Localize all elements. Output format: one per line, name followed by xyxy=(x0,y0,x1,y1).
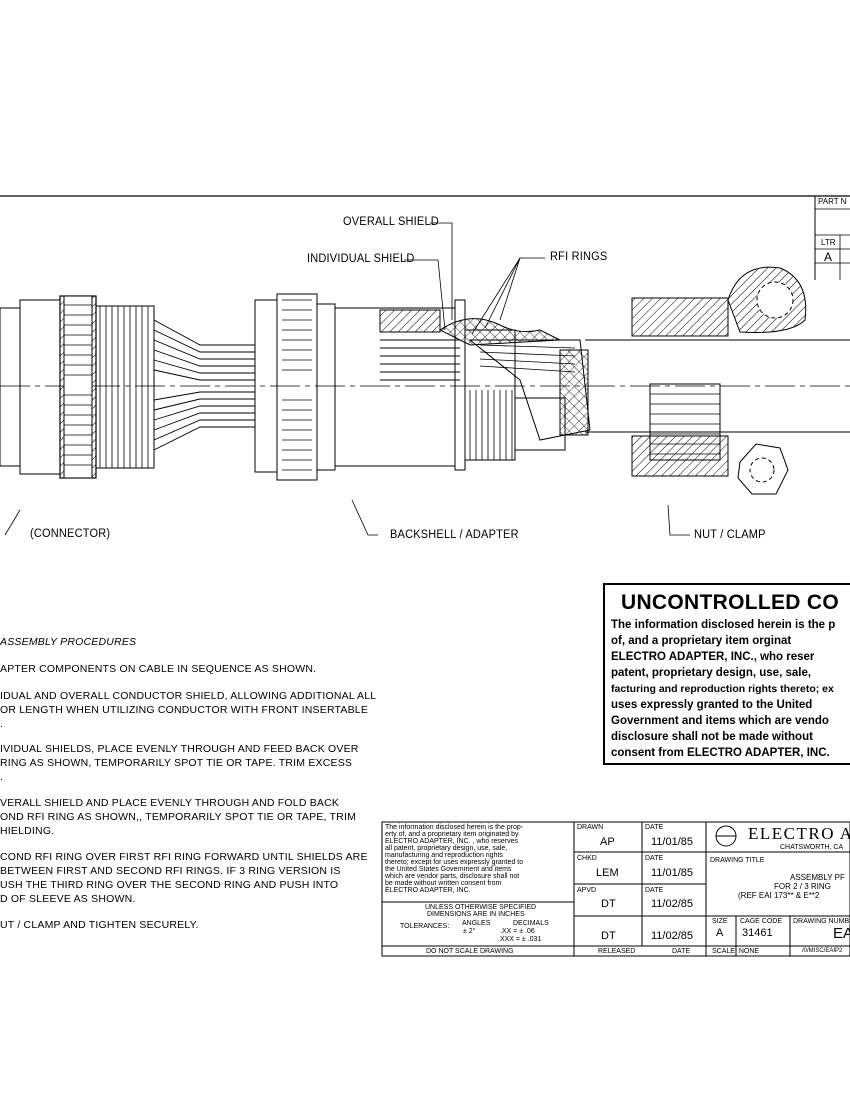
uncontrolled-line: facturing and reproduction rights theret… xyxy=(611,683,834,695)
notice-line: the United States Government and items xyxy=(385,866,512,873)
date-label: DATE xyxy=(645,855,664,862)
do-not-scale: DO NOT SCALE DRAWING xyxy=(426,948,514,955)
procedure-line: IDUAL AND OVERALL CONDUCTOR SHIELD, ALLO… xyxy=(0,690,377,702)
scale-label: SCALE: NONE xyxy=(712,948,760,955)
procedure-line: IVIDUAL SHIELDS, PLACE EVENLY THROUGH AN… xyxy=(0,743,359,755)
part-number-header: PART N xyxy=(818,197,847,206)
cage-code-label: CAGE CODE xyxy=(740,918,783,925)
label-nut-clamp: NUT / CLAMP xyxy=(694,528,766,542)
size-label: SIZE xyxy=(712,918,728,925)
approved-date: 11/02/85 xyxy=(651,898,694,910)
notice-line: be made without written consent from xyxy=(385,880,502,887)
uncontrolled-line: patent, proprietary design, use, sale, xyxy=(611,667,812,679)
size-value: A xyxy=(716,927,724,939)
procedure-line: BETWEEN FIRST AND SECOND RFI RINGS. IF 3… xyxy=(0,865,341,877)
procedure-line: OR LENGTH WHEN UTILIZING CONDUCTOR WITH … xyxy=(0,704,369,716)
date-label: DATE xyxy=(672,948,691,955)
procedure-line: COND RFI RING OVER FIRST RFI RING FORWAR… xyxy=(0,851,368,863)
checked-by: LEM xyxy=(596,867,619,879)
drawn-label: DRAWN xyxy=(577,824,604,831)
uncontrolled-line: consent from ELECTRO ADAPTER, INC. xyxy=(611,747,830,759)
uncontrolled-line: ELECTRO ADAPTER, INC., who reser xyxy=(611,651,815,663)
notice-line: which are vendor parts, disclosure shall… xyxy=(385,873,520,880)
tolerance-header: DIMENSIONS ARE IN INCHES xyxy=(427,911,525,918)
procedure-line: . xyxy=(0,718,4,730)
decimals-label: DECIMALS xyxy=(513,920,549,927)
label-backshell: BACKSHELL / ADAPTER xyxy=(390,528,519,542)
procedure-line: RING AS SHOWN, TEMPORARILY SPOT TIE OR T… xyxy=(0,757,353,769)
procedure-line: HIELDING. xyxy=(0,825,55,837)
angles-label: ANGLES xyxy=(462,920,491,927)
notice-line: The information disclosed herein is the … xyxy=(385,824,524,831)
uncontrolled-line: The information disclosed herein is the … xyxy=(611,619,836,631)
file-path: /0/MISC/EAIP2 xyxy=(802,948,843,954)
uncontrolled-copy-stamp: UNCONTROLLED CO The information disclose… xyxy=(603,583,850,765)
connector-drawing xyxy=(0,295,255,479)
procedures-heading: ASSEMBLY PROCEDURES xyxy=(0,636,137,648)
notice-line: manufacturing and reproduction rights xyxy=(385,852,503,859)
uncontrolled-line: Government and items which are vendo xyxy=(611,715,829,727)
drawn-date: 11/01/85 xyxy=(651,836,694,848)
checked-label: CHKD xyxy=(577,855,597,862)
procedure-line: UT / CLAMP AND TIGHTEN SECURELY. xyxy=(0,919,199,931)
label-individual-shield: INDIVIDUAL SHIELD xyxy=(307,252,415,266)
procedure-line: APTER COMPONENTS ON CABLE IN SEQUENCE AS… xyxy=(0,663,317,675)
backshell-drawing xyxy=(254,293,591,481)
procedure-line: . xyxy=(0,771,4,783)
uncontrolled-title: UNCONTROLLED CO xyxy=(621,591,839,614)
approved-by: DT xyxy=(601,898,616,910)
approved-label: APVD xyxy=(577,887,597,894)
procedure-line: VERALL SHIELD AND PLACE EVENLY THROUGH A… xyxy=(0,797,340,809)
title-block-grid xyxy=(381,821,850,957)
drawing-title-line: (REF EAI 173** & E**2 xyxy=(738,891,820,900)
drawn-by: AP xyxy=(600,836,615,848)
part-number-box xyxy=(814,196,850,280)
label-connector: (CONNECTOR) xyxy=(30,527,111,541)
leader-lines xyxy=(4,222,690,536)
decimals-value: .XXX = ± .031 xyxy=(498,936,542,943)
drawing-number-value: EA xyxy=(833,925,850,942)
uncontrolled-line: disclosure shall not be made without xyxy=(611,731,813,743)
notice-line: ELECTRO ADAPTER, INC. xyxy=(385,887,471,894)
tolerances-label: TOLERANCES: xyxy=(400,923,450,930)
released-label: RELEASED xyxy=(598,948,636,955)
ltr-label: LTR xyxy=(821,238,836,247)
procedure-line: D OF SLEEVE AS SHOWN. xyxy=(0,893,136,905)
company-location: CHATSWORTH, CA xyxy=(780,844,844,851)
drawing-title-line: ASSEMBLY PF xyxy=(790,873,845,882)
drawing-title-label: DRAWING TITLE xyxy=(710,857,765,864)
uncontrolled-line: uses expressly granted to the United xyxy=(611,699,813,711)
date-label: DATE xyxy=(645,824,664,831)
angles-value: ± 2° xyxy=(463,928,476,935)
notice-line: erty of, and a proprietary item originat… xyxy=(385,831,519,838)
cage-code-value: 31461 xyxy=(742,927,773,939)
ltr-value: A xyxy=(824,250,833,264)
released-date: 11/02/85 xyxy=(651,930,694,942)
label-overall-shield: OVERALL SHIELD xyxy=(343,215,439,229)
company-name: ELECTRO A xyxy=(748,824,850,843)
released-by: DT xyxy=(601,930,616,942)
notice-line: thereto; except for uses expressly grant… xyxy=(385,859,524,866)
notice-line: all patent, proprietary design, use, sal… xyxy=(385,845,508,852)
notice-line: ELECTRO ADAPTER, INC. , who reserves xyxy=(385,838,519,845)
procedure-line: OND RFI RING AS SHOWN,, TEMPORARILY SPOT… xyxy=(0,811,357,823)
label-rfi-rings: RFI RINGS xyxy=(550,250,608,264)
tolerance-header: UNLESS OTHERWISE SPECIFIED xyxy=(425,904,537,911)
checked-date: 11/01/85 xyxy=(651,867,694,879)
uncontrolled-line: of, and a proprietary item orginat xyxy=(611,635,792,647)
date-label: DATE xyxy=(645,887,664,894)
drawing-number-label: DRAWING NUMB xyxy=(793,918,850,925)
drawing-title-line: FOR 2 / 3 RING xyxy=(774,882,831,891)
procedure-line: USH THE THIRD RING OVER THE SECOND RING … xyxy=(0,879,339,891)
decimals-value: .XX = ± .06 xyxy=(500,928,535,935)
nut-clamp-drawing xyxy=(585,266,850,495)
